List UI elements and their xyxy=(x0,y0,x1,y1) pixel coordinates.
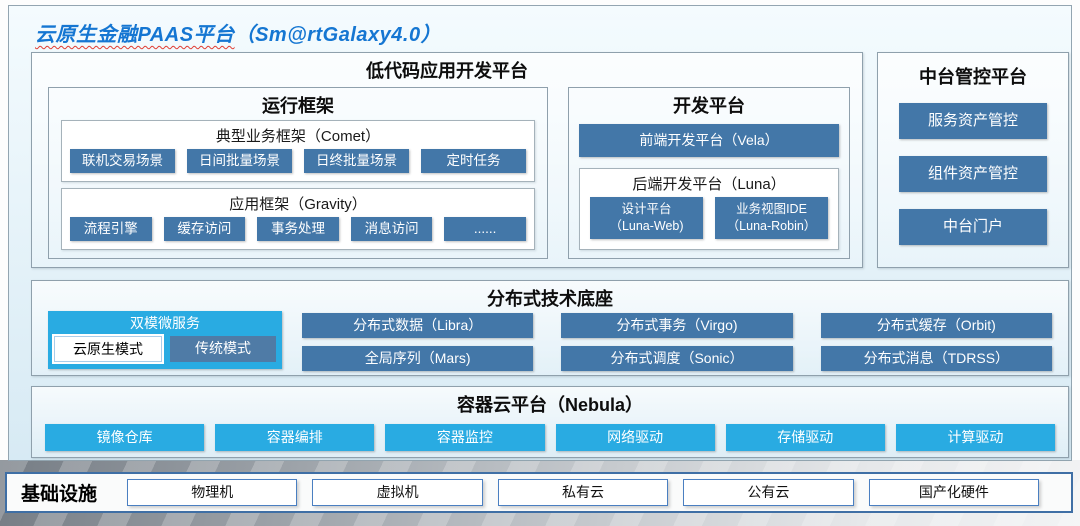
private-cloud: 私有云 xyxy=(497,479,669,506)
traditional-mode: 传统模式 xyxy=(170,336,276,362)
midplatform-title: 中台管控平台 xyxy=(919,67,1027,87)
lowcode-platform-panel: 低代码应用开发平台 运行框架 典型业务框架（Comet） 联机交易场景 日间批量… xyxy=(31,52,863,268)
page-title-main: 云原生金融PAAS平台 xyxy=(35,24,235,46)
network-driver: 网络驱动 xyxy=(555,424,715,451)
gravity-items-row: 流程引擎 缓存访问 事务处理 消息访问 ...... xyxy=(62,214,534,241)
container-cloud-items: 镜像仓库 容器编排 容器监控 网络驱动 存储驱动 计算驱动 xyxy=(32,417,1068,451)
midplatform-items: 服务资产管控 组件资产管控 中台门户 xyxy=(878,89,1068,245)
dual-mode-microservice-block: 双模微服务 云原生模式 传统模式 xyxy=(48,311,282,369)
luna-robin-line1: 业务视图IDE xyxy=(736,202,807,216)
comet-item-scheduled-task: 定时任务 xyxy=(421,149,526,173)
container-cloud-panel: 容器云平台（Nebula） 镜像仓库 容器编排 容器监控 网络驱动 存储驱动 计… xyxy=(31,386,1069,458)
domestic-hardware: 国产化硬件 xyxy=(868,479,1040,506)
container-orchestration: 容器编排 xyxy=(215,424,375,451)
dual-mode-row: 云原生模式 传统模式 xyxy=(48,333,282,362)
infrastructure-strip: 基础设施 物理机 虚拟机 私有云 公有云 国产化硬件 xyxy=(5,472,1073,513)
luna-web-design-platform: 设计平台 （Luna-Web) xyxy=(590,197,703,239)
dev-platform-panel: 开发平台 前端开发平台（Vela） 后端开发平台（Luna） 设计平台 （Lun… xyxy=(568,87,850,259)
distributed-cache-orbit: 分布式缓存（Orbit) xyxy=(820,313,1052,338)
storage-driver: 存储驱动 xyxy=(725,424,885,451)
container-monitoring: 容器监控 xyxy=(385,424,545,451)
cloud-native-mode: 云原生模式 xyxy=(54,336,162,362)
luna-backend-title: 后端开发平台（Luna） xyxy=(632,176,786,193)
luna-robin-line2: （Luna-Robin） xyxy=(726,219,817,233)
gravity-framework-box: 应用框架（Gravity） 流程引擎 缓存访问 事务处理 消息访问 ...... xyxy=(61,188,535,250)
distributed-base-panel: 分布式技术底座 双模微服务 云原生模式 传统模式 分布式数据（Libra） 分布… xyxy=(31,280,1069,376)
comet-framework-box: 典型业务框架（Comet） 联机交易场景 日间批量场景 日终批量场景 定时任务 xyxy=(61,120,535,182)
gravity-item-message-access: 消息访问 xyxy=(350,217,433,241)
distributed-items-grid: 分布式数据（Libra） 分布式事务（Virgo) 分布式缓存（Orbit) 全… xyxy=(302,313,1052,371)
distributed-transaction-virgo: 分布式事务（Virgo) xyxy=(561,313,793,338)
luna-web-line2: （Luna-Web) xyxy=(609,219,684,233)
gravity-item-process-engine: 流程引擎 xyxy=(70,217,152,241)
dev-platform-title: 开发平台 xyxy=(673,96,745,116)
vela-frontend-platform: 前端开发平台（Vela） xyxy=(579,124,839,157)
distributed-data-libra: 分布式数据（Libra） xyxy=(302,313,534,338)
public-cloud: 公有云 xyxy=(683,479,854,506)
compute-driver: 计算驱动 xyxy=(895,424,1056,451)
platform-container: 云原生金融PAAS平台（Sm@rtGalaxy4.0） 低代码应用开发平台 运行… xyxy=(8,5,1072,461)
luna-items-row: 设计平台 （Luna-Web) 业务视图IDE （Luna-Robin） xyxy=(580,194,838,239)
comet-item-eod-batch: 日终批量场景 xyxy=(304,149,409,173)
midplatform-portal: 中台门户 xyxy=(899,209,1047,245)
midplatform-panel: 中台管控平台 服务资产管控 组件资产管控 中台门户 xyxy=(877,52,1069,268)
gravity-item-cache-access: 缓存访问 xyxy=(163,217,246,241)
comet-framework-title: 典型业务框架（Comet） xyxy=(215,128,381,145)
container-cloud-title: 容器云平台（Nebula） xyxy=(456,395,643,415)
virtual-machine: 虚拟机 xyxy=(312,479,483,506)
runtime-framework-title: 运行框架 xyxy=(262,96,334,116)
gravity-item-more: ...... xyxy=(444,217,526,241)
infrastructure-title: 基础设施 xyxy=(21,484,98,505)
image-repository: 镜像仓库 xyxy=(45,424,205,451)
gravity-item-transaction: 事务处理 xyxy=(257,217,339,241)
comet-item-daytime-batch: 日间批量场景 xyxy=(187,149,292,173)
comet-items-row: 联机交易场景 日间批量场景 日终批量场景 定时任务 xyxy=(62,146,534,173)
service-asset-control: 服务资产管控 xyxy=(899,103,1047,139)
luna-robin-business-ide: 业务视图IDE （Luna-Robin） xyxy=(715,197,828,239)
runtime-framework-panel: 运行框架 典型业务框架（Comet） 联机交易场景 日间批量场景 日终批量场景 … xyxy=(48,87,548,259)
lowcode-platform-title: 低代码应用开发平台 xyxy=(366,61,528,81)
dual-mode-title: 双模微服务 xyxy=(130,315,200,331)
physical-machine: 物理机 xyxy=(127,479,298,506)
comet-item-online-trade: 联机交易场景 xyxy=(70,149,175,173)
global-sequence-mars: 全局序列（Mars) xyxy=(302,346,534,371)
page-title: 云原生金融PAAS平台（Sm@rtGalaxy4.0） xyxy=(35,18,441,47)
gravity-framework-title: 应用框架（Gravity） xyxy=(229,196,367,213)
page-title-suffix: （Sm@rtGalaxy4.0） xyxy=(234,24,442,46)
distributed-base-title: 分布式技术底座 xyxy=(487,289,613,309)
infrastructure-items: 物理机 虚拟机 私有云 公有云 国产化硬件 xyxy=(127,479,1040,506)
distributed-message-tdrss: 分布式消息（TDRSS） xyxy=(820,346,1052,371)
luna-backend-box: 后端开发平台（Luna） 设计平台 （Luna-Web) 业务视图IDE （Lu… xyxy=(579,168,839,250)
luna-web-line1: 设计平台 xyxy=(621,202,672,216)
distributed-schedule-sonic: 分布式调度（Sonic） xyxy=(561,346,793,371)
component-asset-control: 组件资产管控 xyxy=(899,156,1047,192)
